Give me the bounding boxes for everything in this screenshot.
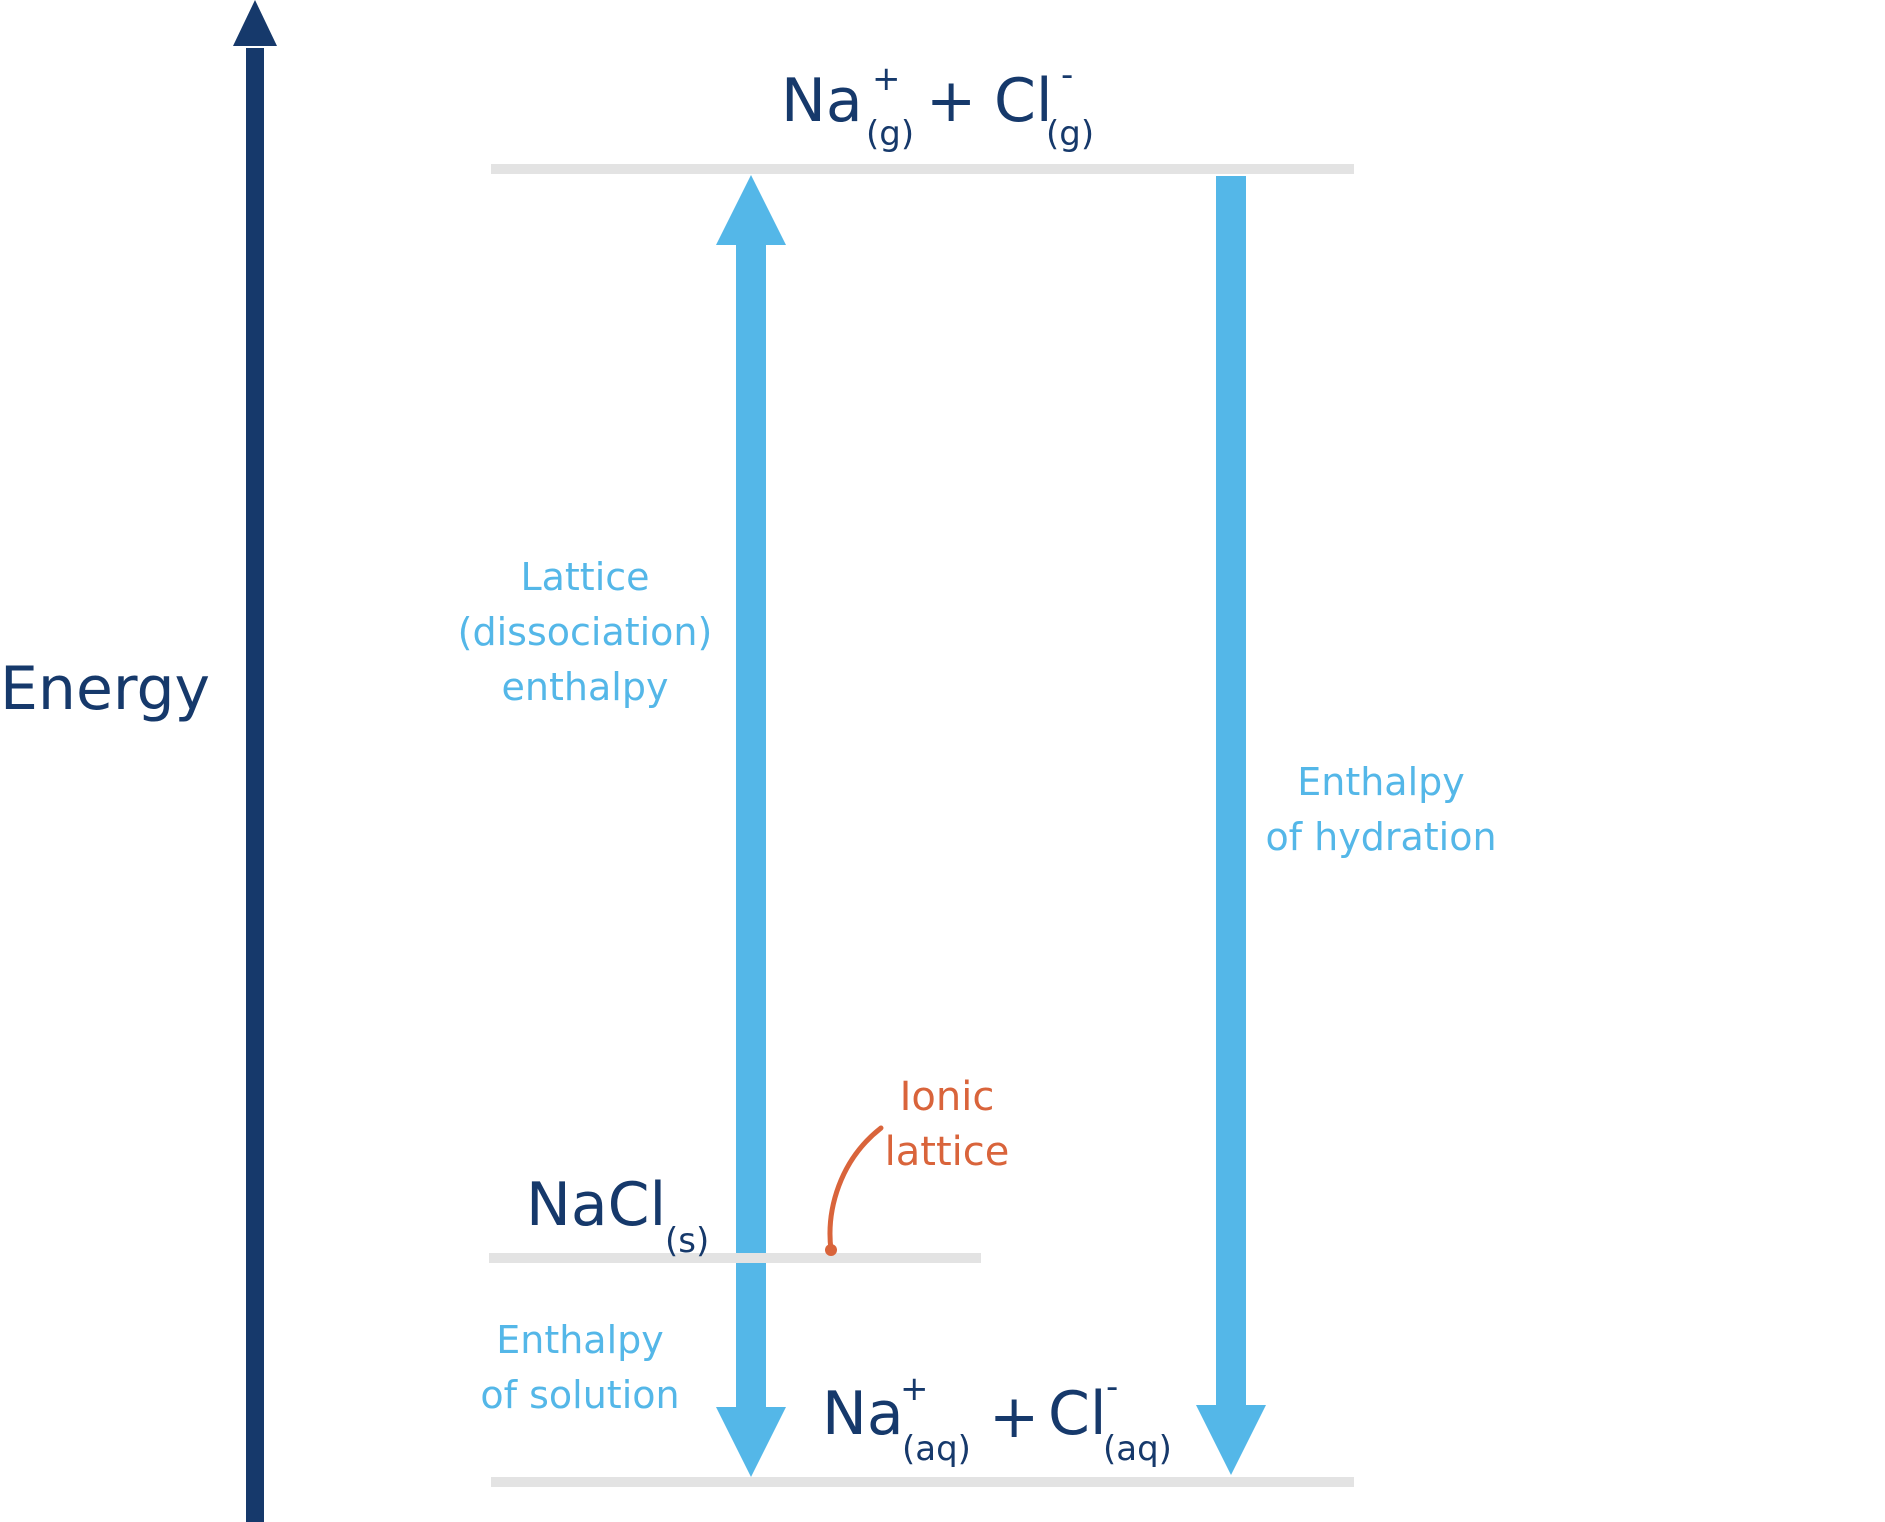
- level-aqueous-ions-line: [491, 1477, 1354, 1487]
- solid-state: (s): [665, 1221, 709, 1261]
- ionic-lattice-pointer-dot: [825, 1244, 837, 1256]
- gaseous-plus-sign: +: [926, 66, 976, 136]
- ionic-lattice-pointer: [827, 1125, 884, 1253]
- lattice-enthalpy-arrowhead: [716, 175, 786, 245]
- lattice-enthalpy-arrow: [716, 175, 786, 1253]
- aqueous-cl-charge: -: [1106, 1367, 1118, 1407]
- lattice-enthalpy-line2: (dissociation): [458, 610, 713, 654]
- level-solid-line: [489, 1253, 981, 1263]
- lattice-enthalpy-line3: enthalpy: [502, 665, 669, 709]
- hydration-enthalpy-line1: Enthalpy: [1297, 760, 1465, 804]
- gaseous-na-symbol: Na: [781, 66, 863, 136]
- solid-formula: NaCl: [526, 1170, 666, 1240]
- gaseous-na-charge: +: [872, 59, 901, 99]
- hydration-enthalpy-arrow-shaft: [1216, 176, 1246, 1411]
- aqueous-cl-symbol: Cl: [1048, 1379, 1107, 1449]
- aqueous-plus-sign: +: [989, 1382, 1039, 1452]
- lattice-enthalpy-label: Lattice (dissociation) enthalpy: [458, 555, 713, 709]
- gaseous-ions-label: Na + (g) + Cl - (g): [781, 55, 1094, 154]
- aqueous-na-symbol: Na: [822, 1379, 904, 1449]
- hydration-enthalpy-line2: of hydration: [1265, 815, 1496, 859]
- solid-label: NaCl (s): [526, 1170, 709, 1261]
- hydration-enthalpy-arrow: [1196, 176, 1266, 1475]
- solution-enthalpy-line2: of solution: [480, 1373, 679, 1417]
- energy-axis-arrowhead: [233, 0, 277, 46]
- solution-enthalpy-arrow: [716, 1263, 786, 1477]
- hydration-enthalpy-arrowhead: [1196, 1405, 1266, 1475]
- energy-axis-shaft: [246, 48, 264, 1522]
- solution-enthalpy-label: Enthalpy of solution: [480, 1318, 679, 1417]
- lattice-enthalpy-line1: Lattice: [520, 555, 649, 599]
- aqueous-na-state: (aq): [902, 1429, 971, 1469]
- aqueous-cl-state: (aq): [1103, 1429, 1172, 1469]
- gaseous-cl-symbol: Cl: [994, 66, 1053, 136]
- solution-enthalpy-line1: Enthalpy: [496, 1318, 664, 1362]
- aqueous-na-charge: +: [900, 1369, 929, 1409]
- solution-enthalpy-arrow-shaft: [736, 1263, 766, 1413]
- gaseous-cl-charge: -: [1061, 55, 1073, 95]
- hydration-enthalpy-label: Enthalpy of hydration: [1265, 760, 1496, 859]
- ionic-lattice-line2: lattice: [885, 1129, 1010, 1175]
- energy-axis-label: Energy: [0, 654, 210, 724]
- solution-enthalpy-arrowhead: [716, 1407, 786, 1477]
- gaseous-cl-state: (g): [1046, 114, 1094, 154]
- lattice-enthalpy-arrow-shaft: [736, 240, 766, 1253]
- level-gaseous-ions-line: [491, 164, 1354, 174]
- gaseous-na-state: (g): [866, 114, 914, 154]
- energy-axis: [233, 0, 277, 1522]
- aqueous-ions-label: Na + (aq) + Cl - (aq): [822, 1367, 1172, 1469]
- ionic-lattice-annotation: Ionic lattice: [825, 1074, 1009, 1256]
- ionic-lattice-line1: Ionic: [900, 1074, 995, 1120]
